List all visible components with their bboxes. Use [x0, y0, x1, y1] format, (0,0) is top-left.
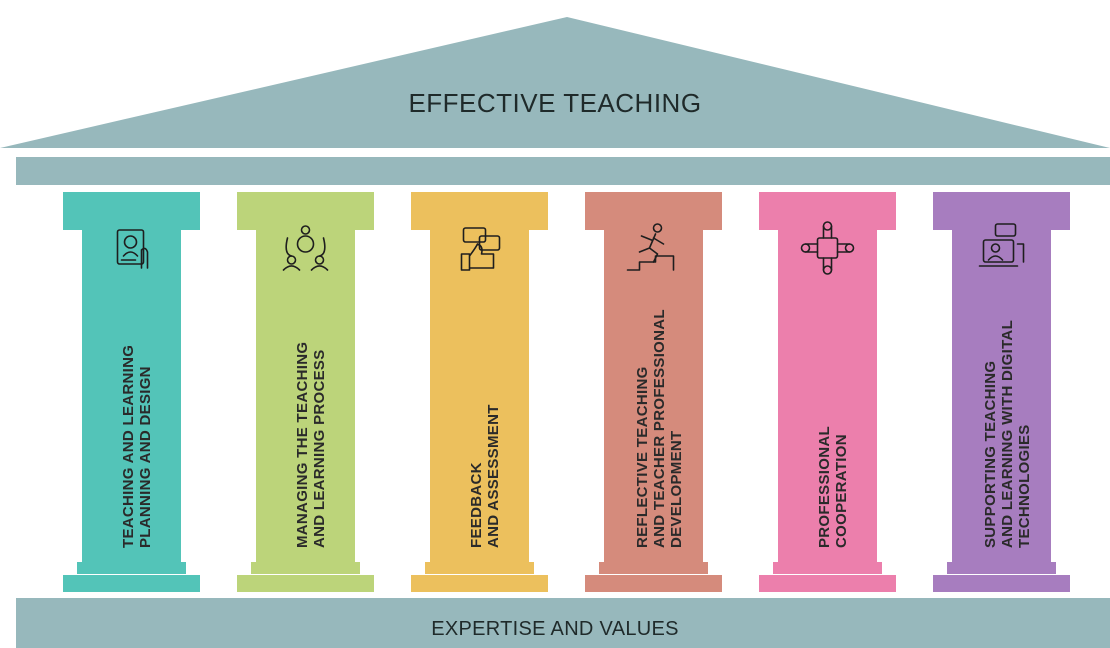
pillar-base-step-top — [251, 562, 360, 574]
running-steps-icon — [626, 223, 675, 271]
pillar-feedback — [411, 192, 548, 592]
pillar-capital — [237, 192, 374, 230]
pillar-cooperation — [759, 192, 896, 592]
pillar-base-step-top — [599, 562, 708, 574]
profile-search-icon — [116, 229, 149, 269]
pillar-base-step-bottom — [63, 575, 200, 592]
pillar-capital — [759, 192, 896, 230]
pillar-base-step-bottom — [237, 575, 374, 592]
lintel-beam — [16, 157, 1110, 185]
joined-hands-icon — [800, 221, 855, 275]
pillar-base-step-bottom — [411, 575, 548, 592]
pillar-capital — [63, 192, 200, 230]
team-network-icon — [282, 225, 329, 271]
roof-title: EFFECTIVE TEACHING — [408, 88, 702, 118]
pillar-base-step-top — [947, 562, 1056, 574]
pillar-label-line: AND LEARNING PROCESS — [311, 349, 328, 548]
pillar-label-line: AND LEARNING WITH DIGITAL — [998, 319, 1016, 548]
pillar-base-step-top — [425, 562, 534, 574]
pillar-base-step-bottom — [933, 575, 1070, 592]
pillar-label-line: AND ASSESSMENT — [485, 404, 502, 548]
pillar-label-line: DEVELOPMENT — [667, 430, 685, 548]
pillar-label-line: PROFESSIONAL — [816, 426, 833, 548]
pillar-base-step-top — [773, 562, 882, 574]
feedback-thumbs-up-icon — [460, 227, 501, 271]
pillar-digital — [933, 192, 1070, 592]
pillar-reflective — [585, 192, 722, 592]
pillar-shaft — [604, 228, 703, 562]
pillar-shaft — [82, 228, 181, 562]
online-learning-icon — [978, 223, 1025, 267]
pillars-group — [63, 192, 1070, 592]
pillar-label-line: FEEDBACK — [468, 462, 485, 548]
pillar-label-line: SUPPORTING TEACHING — [981, 360, 999, 548]
pillar-label-line: MANAGING THE TEACHING — [294, 341, 311, 548]
pillar-capital — [411, 192, 548, 230]
base-title: EXPERTISE AND VALUES — [431, 618, 679, 640]
pillar-base-step-top — [77, 562, 186, 574]
pillar-managing — [237, 192, 374, 592]
foundation-base — [16, 598, 1110, 648]
pillar-base-step-bottom — [759, 575, 896, 592]
pillar-label-line: PLANNING AND DESIGN — [137, 366, 154, 548]
pillar-base-step-bottom — [585, 575, 722, 592]
pillar-shaft — [256, 228, 355, 562]
pillar-label-line: TECHNOLOGIES — [1015, 424, 1033, 548]
pillar-shaft — [778, 228, 877, 562]
pillar-planning — [63, 192, 200, 592]
pillar-capital — [585, 192, 722, 230]
roof — [0, 17, 1110, 148]
pillar-shaft — [952, 228, 1051, 562]
pillar-label-line: TEACHING AND LEARNING — [120, 344, 137, 548]
pillar-label-line: COOPERATION — [833, 434, 850, 548]
pillar-label-line: REFLECTIVE TEACHING — [633, 366, 651, 548]
pillar-label-line: AND TEACHER PROFESSIONAL — [650, 309, 668, 548]
pillar-shaft — [430, 228, 529, 562]
